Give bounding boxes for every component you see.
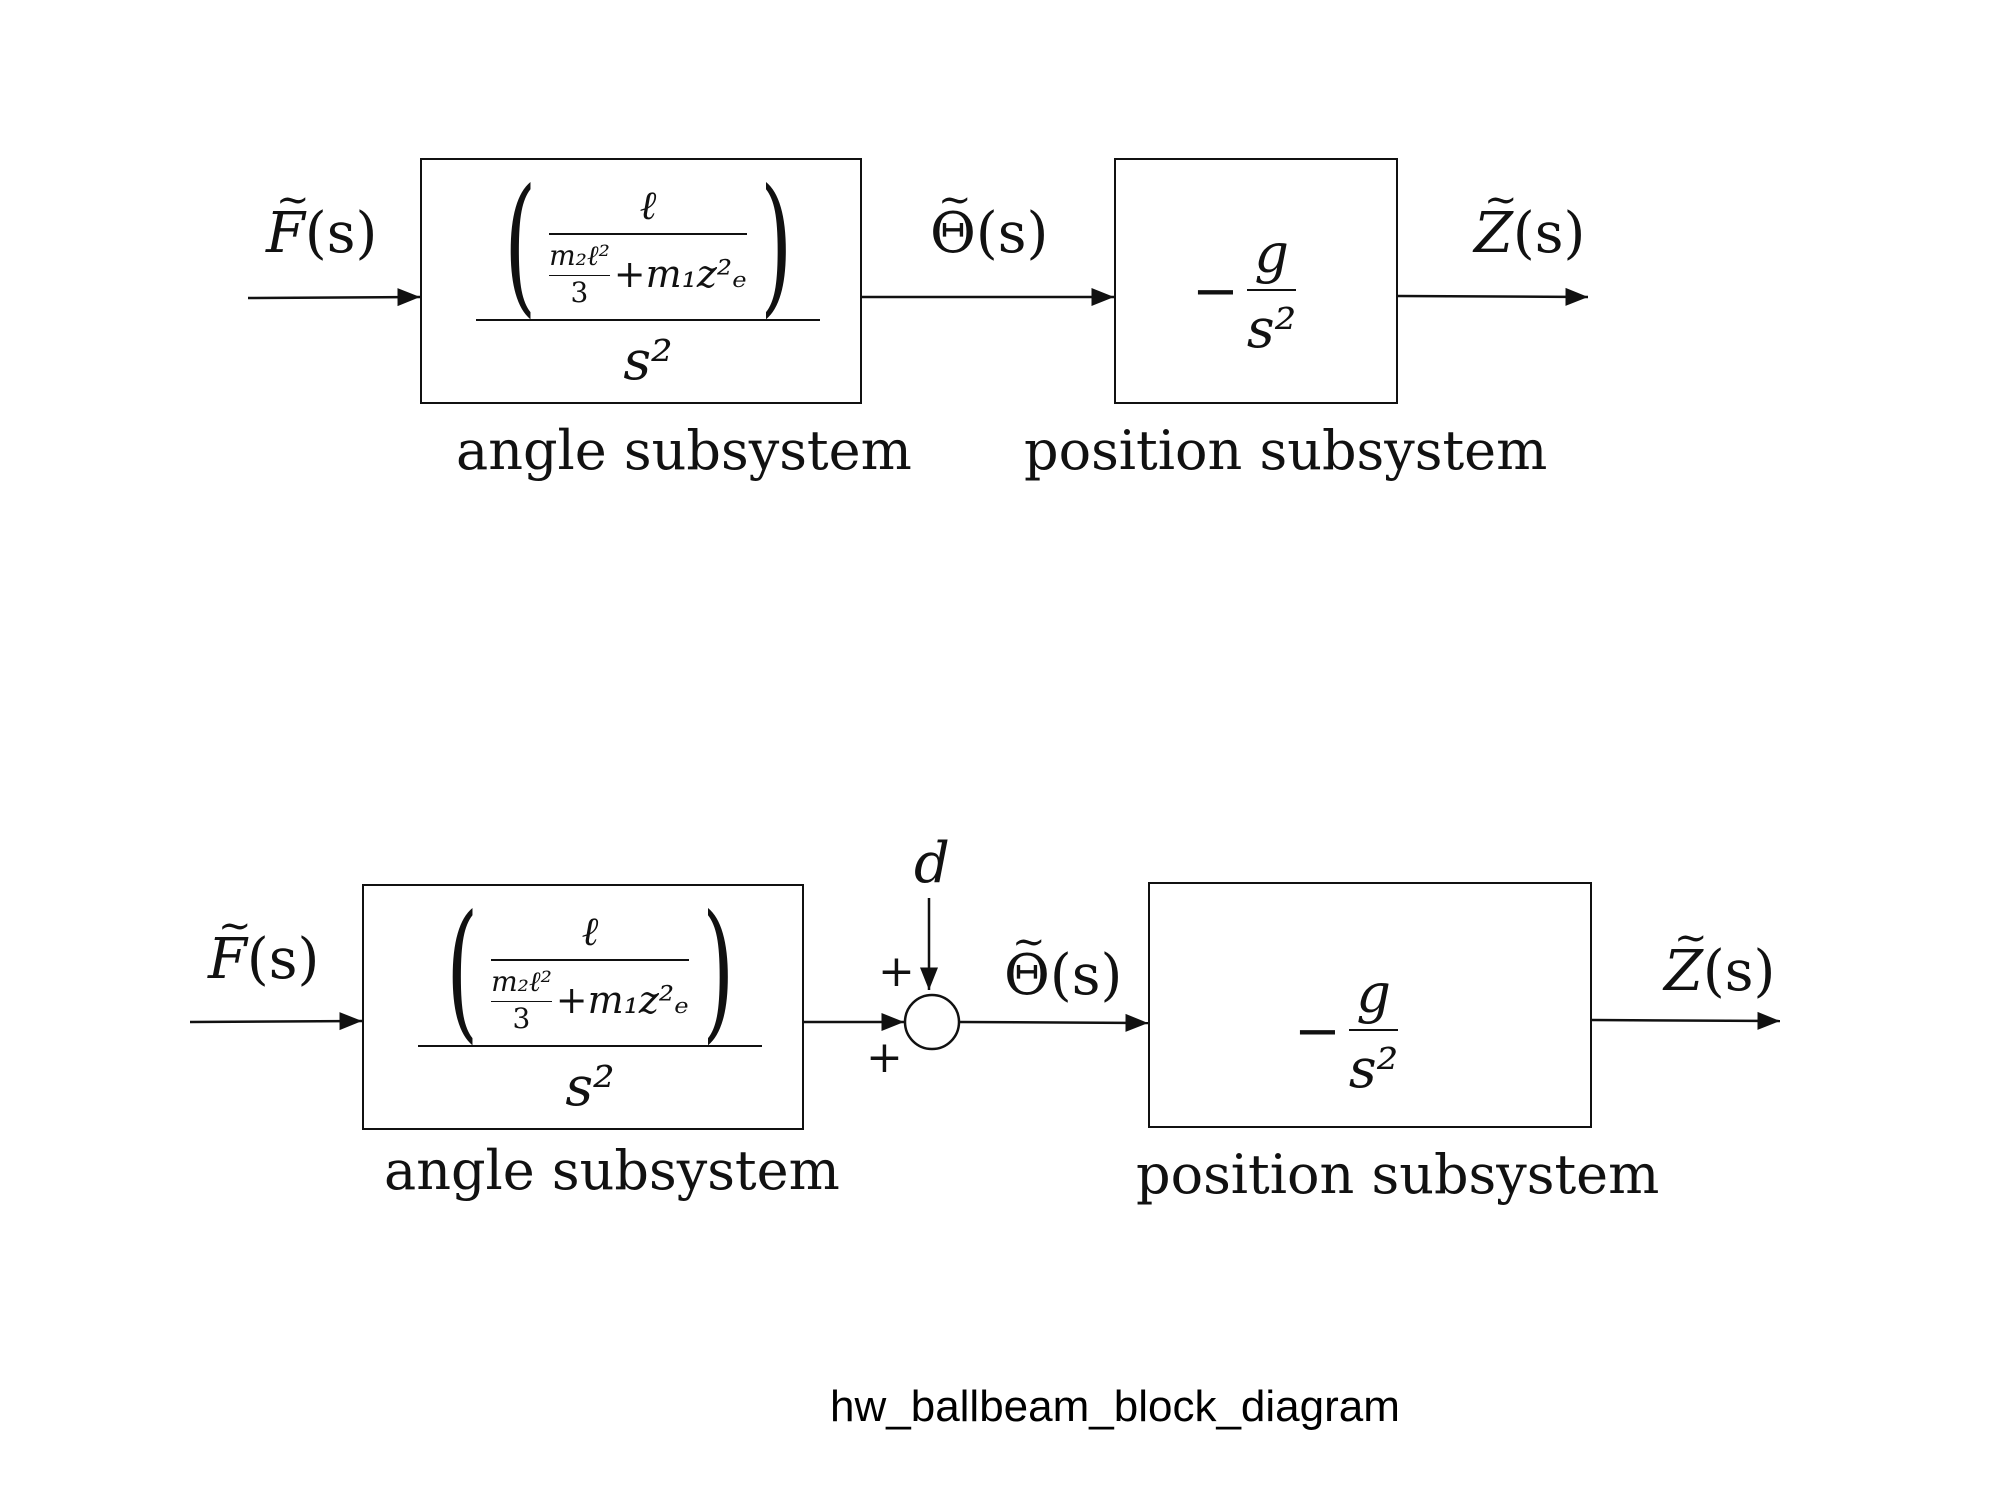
input-signal-label-2: ~ F (s): [208, 906, 319, 988]
signal-symbol: Z: [1664, 939, 1703, 1004]
left-paren: (: [445, 884, 478, 1058]
output-arrow-1: [1397, 287, 1589, 306]
position-denominator: s²: [1348, 1029, 1399, 1100]
position-numerator: g: [1356, 962, 1391, 1025]
input-signal-label-1: ~ F (s): [266, 180, 377, 262]
position-transfer-function-2: − g s²: [1294, 962, 1399, 1100]
angle-subsystem-block-1: [420, 158, 862, 404]
figure-caption: hw_ballbeam_block_diagram: [830, 1382, 1400, 1431]
mid-signal-label-2: ~ Θ (s): [1004, 922, 1122, 1004]
signal-symbol: F: [208, 927, 247, 992]
signal-symbol: F: [266, 201, 305, 266]
position-transfer-function-1: − g s²: [1192, 222, 1297, 360]
position-subsystem-caption-2: position subsystem: [1136, 1143, 1660, 1206]
mass-term-rest: +m₁z²ₑ: [613, 252, 747, 296]
mass-term-denominator: 3: [549, 275, 610, 309]
inner-numerator: ℓ: [639, 183, 657, 229]
right-paren: ): [760, 158, 793, 332]
mass-term-rest: +m₁z²ₑ: [555, 978, 689, 1022]
summing-junction: [903, 993, 961, 1051]
right-paren: ): [702, 884, 735, 1058]
inner-denominator: m₂ℓ² 3 +m₁z²ₑ: [549, 233, 747, 309]
sum-sign-left: +: [866, 1032, 903, 1083]
inner-denominator: m₂ℓ² 3 +m₁z²ₑ: [491, 959, 689, 1035]
mid-signal-label-1: ~ Θ (s): [930, 180, 1048, 262]
output-arrow-2: [1591, 1011, 1781, 1030]
signal-symbol: Θ: [930, 201, 976, 266]
mass-term-numerator: m₂ℓ²: [491, 965, 552, 998]
position-subsystem-block-2: [1148, 882, 1592, 1128]
output-signal-label-1: ~ Z (s): [1474, 180, 1585, 262]
tilde-accent: ~: [276, 177, 310, 223]
signal-argument: (s): [304, 201, 378, 266]
position-numerator: g: [1254, 222, 1289, 285]
input-arrow-2: [189, 1012, 363, 1031]
output-signal-label-2: ~ Z (s): [1664, 918, 1775, 1000]
signal-argument: (s): [1512, 201, 1586, 266]
mass-term-denominator: 3: [491, 1001, 552, 1035]
inner-numerator: ℓ: [581, 909, 599, 955]
mass-term-numerator: m₂ℓ²: [549, 239, 610, 272]
position-subsystem-caption-1: position subsystem: [1024, 419, 1548, 482]
tilde-accent: ~: [1674, 915, 1708, 961]
angle-subsystem-caption-2: angle subsystem: [384, 1139, 840, 1202]
signal-argument: (s): [1049, 943, 1123, 1008]
angle-subsystem-caption-1: angle subsystem: [456, 419, 912, 482]
outer-denominator: s²: [476, 319, 820, 392]
tilde-accent: ~: [1484, 177, 1518, 223]
tilde-accent: ~: [218, 903, 252, 949]
signal-symbol: Z: [1474, 201, 1513, 266]
left-paren: (: [503, 158, 536, 332]
minus-sign: −: [1192, 258, 1239, 324]
tilde-accent: ~: [1012, 919, 1046, 965]
position-denominator: s²: [1246, 289, 1297, 360]
disturbance-label: d: [914, 831, 950, 896]
outer-denominator: s²: [418, 1045, 762, 1118]
sum-sign-top: +: [878, 946, 915, 997]
position-subsystem-block-1: [1114, 158, 1398, 404]
minus-sign: −: [1294, 998, 1341, 1064]
signal-argument: (s): [246, 927, 320, 992]
mid-arrow-2: [958, 1013, 1149, 1032]
angle-subsystem-block-2: [362, 884, 804, 1130]
signal-argument: (s): [975, 201, 1049, 266]
signal-symbol: Θ: [1004, 943, 1050, 1008]
angle-transfer-function-1: ( ℓ m₂ℓ² 3 +m₁z²ₑ ) s²: [476, 158, 820, 392]
tilde-accent: ~: [938, 177, 972, 223]
angle-transfer-function-2: ( ℓ m₂ℓ² 3 +m₁z²ₑ ) s²: [418, 884, 762, 1118]
input-arrow-1: [247, 288, 421, 307]
signal-argument: (s): [1702, 939, 1776, 1004]
